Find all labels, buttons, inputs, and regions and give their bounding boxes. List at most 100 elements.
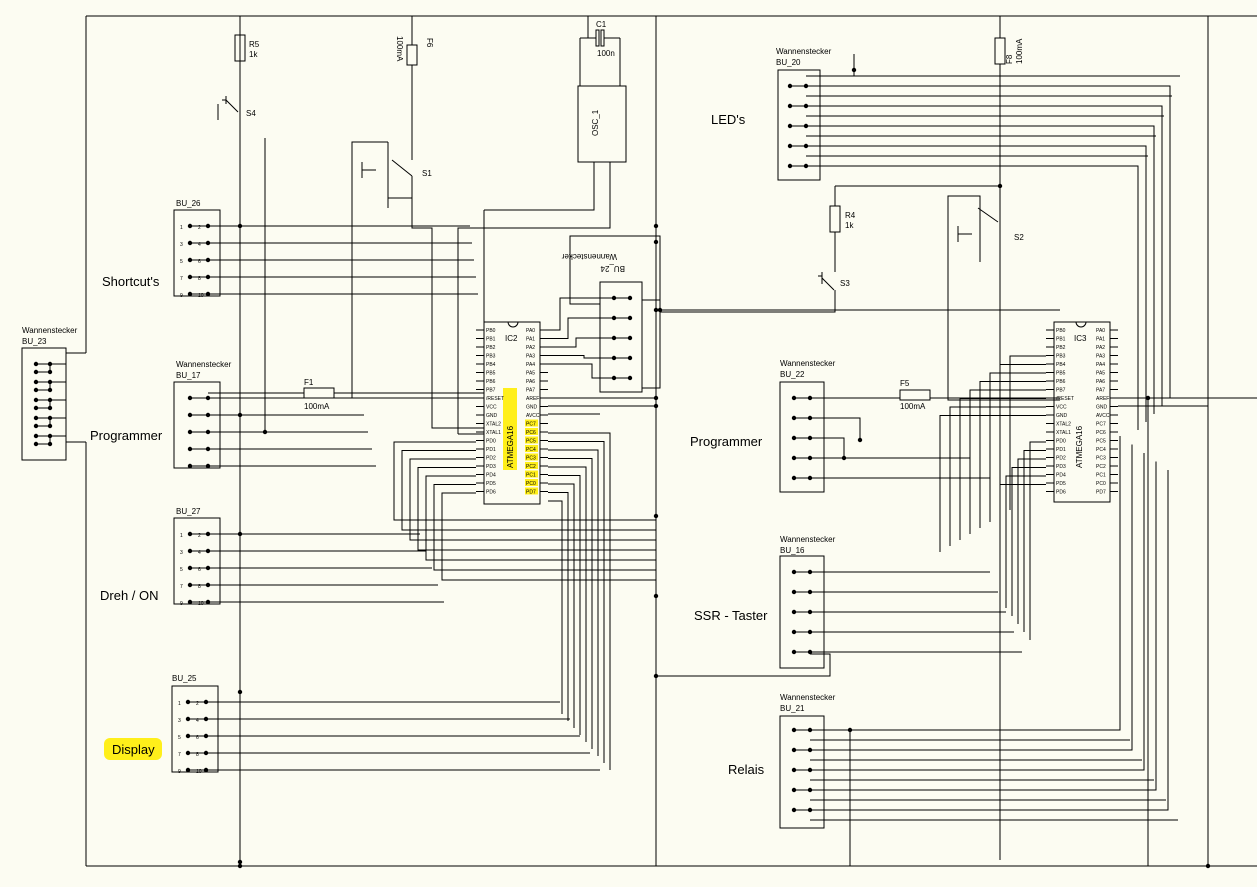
wire <box>548 317 614 339</box>
ic3-pin-right-label: PA6 <box>1096 379 1105 385</box>
wire <box>1009 355 1046 510</box>
ic2-pin-left-label: VCC <box>486 405 497 411</box>
wire <box>806 54 855 77</box>
wire <box>393 441 656 521</box>
bu24-ref-label: BU_24 <box>600 264 625 273</box>
connector-bu27-pin-left: 5 <box>180 567 183 573</box>
ic3-pin-right-label: AVCC <box>1096 413 1110 419</box>
f5-ref-label: F5 <box>900 379 910 388</box>
ic2-pin-right-label: PC1 <box>526 473 536 479</box>
ic3-pin-left-label: VCC <box>1056 405 1067 411</box>
ic2-ref-label: IC2 <box>505 334 518 343</box>
ic3-pin-right-label: PC1 <box>1096 473 1106 479</box>
ic2-pin-left-label: GND <box>486 413 498 419</box>
ic2-pin-right-label: PA3 <box>526 354 535 360</box>
wire <box>548 363 614 379</box>
ic3-pin-right-label: PA7 <box>1096 388 1105 394</box>
ic3-pin-right-label: PC3 <box>1096 456 1106 462</box>
wire <box>351 141 484 399</box>
junction-dot <box>851 67 857 73</box>
wire <box>222 86 241 866</box>
ic3-pin-right-label: PC5 <box>1096 439 1106 445</box>
ic3-pin-right-label: PC7 <box>1096 422 1106 428</box>
ic2-pin-left-label: PD0 <box>486 439 496 445</box>
connector-bu27-pin-right: 4 <box>198 550 201 556</box>
wire <box>569 235 661 389</box>
connector-bu22-body <box>779 381 825 493</box>
junction-dot <box>47 387 53 393</box>
ic2-portc-highlight <box>525 436 538 444</box>
ic2-pin-left-label: PD1 <box>486 447 496 453</box>
ic3-pin-left-label: XTAL1 <box>1056 430 1071 436</box>
junction-dot <box>33 387 39 393</box>
wire <box>794 461 1157 791</box>
ic3-pin-left-label: /RESET <box>1056 396 1074 402</box>
wire <box>425 475 656 561</box>
ic3-pin-right-label: PA1 <box>1096 337 1105 343</box>
capacitor-c1-plate-a <box>595 29 600 47</box>
connector-bu26-body <box>173 209 221 297</box>
resistor-r4-body <box>829 205 841 233</box>
fuse-f6-body <box>406 44 418 66</box>
ic2-pin-right-label: PD7 <box>526 490 536 496</box>
junction-dot <box>33 405 39 411</box>
connector-bu25-pin-right: 2 <box>196 701 199 707</box>
bu25-ref-label: BU_25 <box>172 674 197 683</box>
connector-bu26-pin-left: 5 <box>180 259 183 265</box>
r5-ref-label: R5 <box>249 40 260 49</box>
resistor-r5-body <box>234 34 246 62</box>
wire <box>989 372 1046 522</box>
ic3-pin-right-label: PA4 <box>1096 362 1105 368</box>
ic-ic2-body <box>483 321 541 505</box>
junction-dot <box>33 441 39 447</box>
connector-bu25-pin-right: 8 <box>196 752 199 758</box>
wire <box>794 444 1133 751</box>
wire <box>458 210 485 435</box>
bu16-type-label: Wannenstecker <box>780 535 836 544</box>
connector-bu27-pin-left: 1 <box>180 533 183 539</box>
connector-bu21-body <box>779 715 825 829</box>
wire <box>548 449 599 756</box>
connector-bu27-pin-right: 8 <box>198 584 201 590</box>
junction-dot <box>237 412 243 418</box>
fuse-f1-body <box>303 387 335 399</box>
wire <box>548 492 569 721</box>
ic2-pin-right-label: GND <box>526 405 538 411</box>
wire <box>457 162 611 434</box>
connector-bu27-body <box>173 517 221 605</box>
bu20-type-label: Wannenstecker <box>776 47 832 56</box>
connector-bu25-pin-left: 3 <box>178 718 181 724</box>
wire <box>433 484 656 571</box>
junction-dot <box>33 379 39 385</box>
connector-bu26-pin-right: 6 <box>198 259 201 265</box>
connector-bu25-pin-right: 10 <box>196 769 202 775</box>
ic2-pin-left-label: /RESET <box>486 396 504 402</box>
wire <box>36 363 51 373</box>
bu22-ref-label: BU_22 <box>780 370 805 379</box>
ic2-pin-right-label: AVCC <box>526 413 540 419</box>
ic2-pin-right-label: PA0 <box>526 328 535 334</box>
connector-bu20-body <box>777 69 821 181</box>
ic2-pin-left-label: PB4 <box>486 362 496 368</box>
ic2-pin-right-label: PA7 <box>526 388 535 394</box>
ic3-pin-left-label: PD1 <box>1056 447 1066 453</box>
bu20-ref-label: BU_20 <box>776 58 801 67</box>
junction-dot <box>237 531 243 537</box>
junction-dot <box>33 361 39 367</box>
ic2-pin-left-label: PB7 <box>486 388 496 394</box>
bu17-type-label: Wannenstecker <box>176 360 232 369</box>
ic2-pin-left-label: PB3 <box>486 354 496 360</box>
connector-bu27-pin-left: 7 <box>180 584 183 590</box>
wire <box>939 415 1046 552</box>
ic2-pin-left-label: PB1 <box>486 337 496 343</box>
wire <box>548 441 605 763</box>
capacitor-c1-plate-b <box>600 29 605 47</box>
f5-value-label: 100mA <box>900 402 926 411</box>
junction-dot <box>847 727 853 733</box>
ic3-pin-left-label: PD5 <box>1056 481 1066 487</box>
display-highlight <box>104 738 162 760</box>
ic3-ref-label: IC3 <box>1074 334 1087 343</box>
wire <box>806 105 1163 406</box>
bu21-type-label: Wannenstecker <box>780 693 836 702</box>
